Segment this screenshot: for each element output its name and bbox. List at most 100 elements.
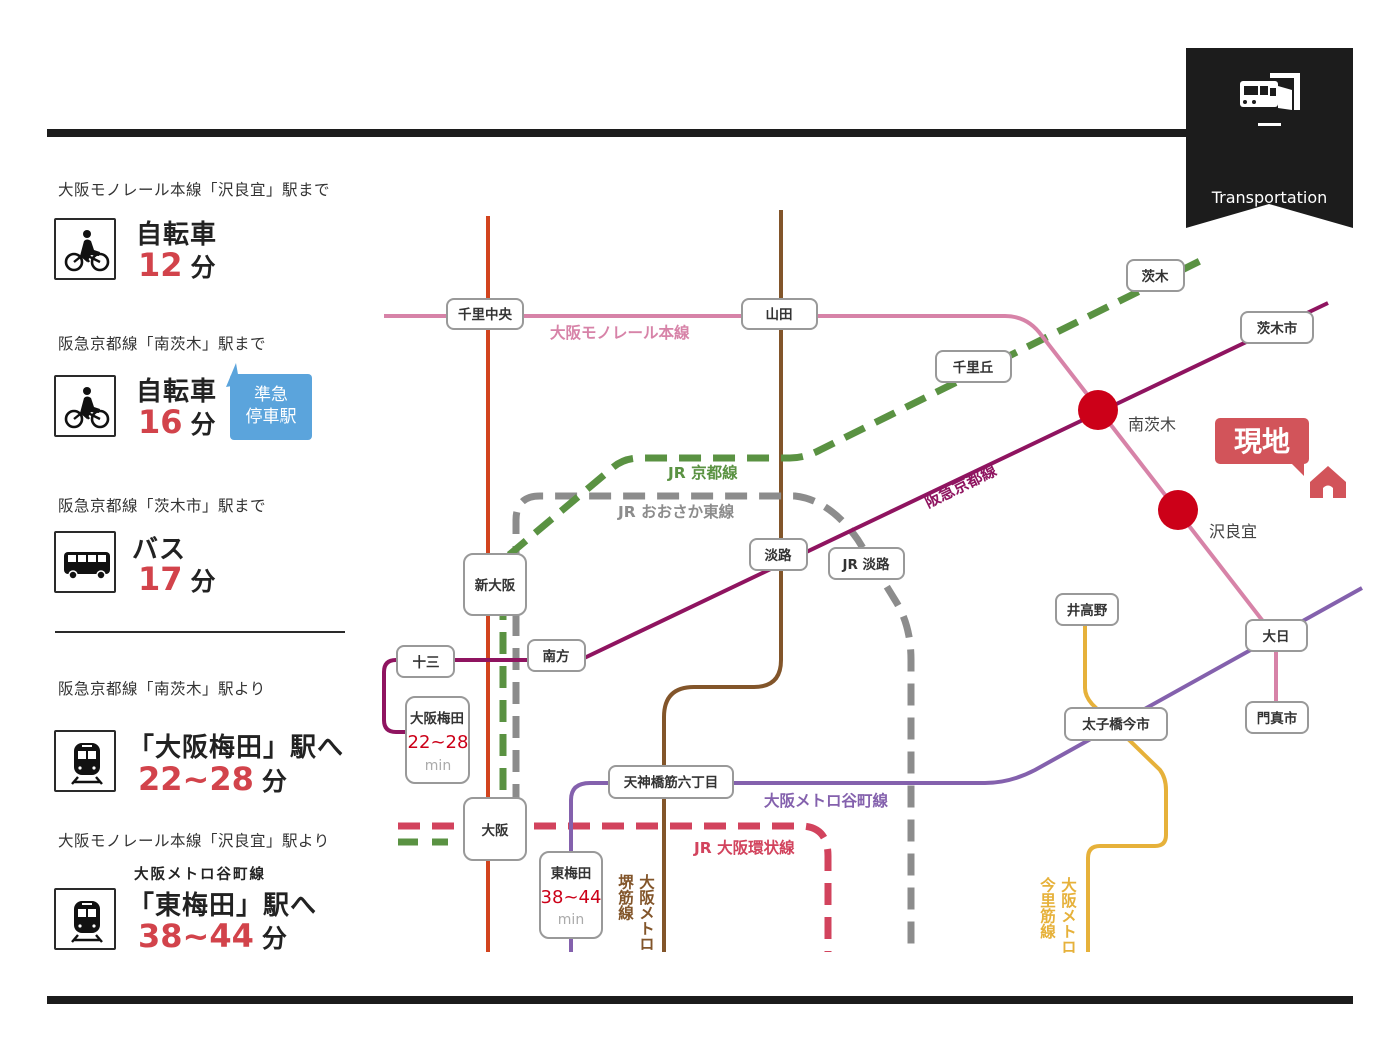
station-label: 太子橋今市 (1082, 716, 1150, 733)
train-icon (54, 730, 116, 792)
imazatosuji-line (1083, 620, 1168, 952)
station-label: 井高野 (1067, 602, 1108, 619)
route-caption: 大阪モノレール本線「沢良宜」駅より (58, 832, 330, 850)
station-osaka-umeda: 大阪梅田 22~28 min (405, 696, 470, 784)
station-dot-minami-ibaraki (1078, 390, 1118, 430)
badge-title-line2: map (1251, 212, 1288, 231)
route-time-unit: 分 (261, 767, 287, 796)
station-dot-sawaragi (1158, 490, 1198, 530)
station-label: 淡路 (765, 547, 793, 564)
station-label-minami-ibaraki: 南茨木 (1128, 415, 1176, 434)
route-caption: 阪急京都線「南茨木」駅まで (58, 335, 267, 353)
hankyu-line (382, 301, 1329, 734)
station-time: 22~28 (408, 732, 469, 753)
route-time-unit: 分 (190, 567, 216, 596)
route-time-unit: 分 (261, 924, 287, 953)
route-mode: 「大阪梅田」駅へ (128, 733, 345, 763)
station-time-unit: min (558, 912, 584, 928)
sakaisuji-label-b: 堺筋線 (616, 873, 635, 922)
bottom-rule (47, 996, 1353, 1004)
station-time-unit: min (425, 758, 451, 774)
route-mode: バス (132, 535, 187, 565)
callout-line2: 停車駅 (245, 407, 297, 427)
bicycle-icon (54, 375, 116, 437)
station-jr-awaji: JR 淡路 (828, 547, 905, 580)
station-label: 千里丘 (953, 359, 994, 376)
station-label: 茨木 (1142, 268, 1170, 285)
station-label: 十三 (413, 654, 440, 671)
route-time-value: 12 (138, 246, 183, 284)
station-ibarakishi: 茨木市 (1240, 311, 1314, 344)
station-label: 門真市 (1257, 710, 1298, 727)
station-label: JR 淡路 (841, 556, 890, 573)
route-mode: 自転車 (136, 377, 218, 407)
station-awaji: 淡路 (749, 538, 808, 571)
station-dainichi: 大日 (1245, 619, 1308, 652)
station-shin-osaka: 新大阪 (463, 553, 527, 616)
badge-title-line1: Transportation (1211, 188, 1328, 207)
current-location-label: 現地 (1234, 425, 1290, 458)
imazatosuji-label-b: 今里筋線 (1038, 876, 1057, 941)
station-senrioka: 千里丘 (935, 350, 1012, 383)
station-minamikata: 南方 (527, 639, 586, 672)
train-station-icon (1240, 73, 1300, 126)
jr-osaka-higashi-label: JR おおさか東線 (617, 502, 735, 521)
hankyu-label: 阪急京都線 (921, 460, 999, 511)
jr-loop-label: JR 大阪環状線 (693, 838, 795, 857)
home-icon (1310, 466, 1346, 498)
station-label: 東梅田 (551, 865, 592, 882)
bus-icon (54, 531, 116, 593)
callout-text: 準急 停車駅 (230, 384, 312, 428)
station-label: 大日 (1263, 628, 1290, 645)
station-higashi-umeda: 東梅田 38~44 min (539, 851, 603, 939)
jr-loop-line (398, 822, 832, 952)
station-time: 38~44 (541, 887, 602, 908)
station-idakano: 井高野 (1055, 593, 1119, 626)
route-time-value: 16 (138, 403, 183, 441)
station-tenjinbashi: 天神橋筋六丁目 (608, 765, 734, 799)
station-label: 山田 (766, 307, 793, 323)
station-label: 大阪 (482, 822, 509, 839)
station-label: 茨木市 (1257, 320, 1298, 337)
route-time-value: 22~28 (138, 760, 254, 798)
section-divider (55, 631, 345, 633)
route-mode: 自転車 (136, 220, 218, 250)
sakaisuji-label-a: 大阪メトロ (637, 873, 655, 952)
route-caption: 阪急京都線「茨木市」駅まで (58, 497, 267, 515)
station-label: 天神橋筋六丁目 (624, 774, 719, 791)
station-label: 大阪梅田 (410, 710, 464, 727)
callout-box (230, 374, 312, 440)
imazatosuji-label-a: 大阪メトロ (1059, 876, 1077, 955)
bicycle-icon (54, 218, 116, 280)
route-caption: 阪急京都線「南茨木」駅より (58, 680, 266, 698)
station-yamada: 山田 (741, 298, 818, 330)
route-time-unit: 分 (190, 410, 216, 439)
station-ibaraki: 茨木 (1126, 259, 1185, 292)
jr-kyoto-label: JR 京都線 (667, 463, 738, 482)
route-time-value: 38~44 (138, 917, 254, 955)
station-senri-chuo: 千里中央 (446, 298, 524, 330)
callout-line1: 準急 (254, 385, 288, 405)
station-taishibashi: 太子橋今市 (1064, 707, 1168, 741)
station-kadomashi: 門真市 (1245, 701, 1309, 734)
route-time-value: 17 (138, 560, 183, 598)
route-subline: 大阪メトロ谷町線 (134, 867, 266, 883)
top-rule (47, 129, 1187, 137)
station-label: 千里中央 (458, 306, 512, 323)
station-juso: 十三 (396, 645, 455, 678)
station-label-sawaragi: 沢良宜 (1209, 522, 1257, 541)
route-mode: 「東梅田」駅へ (128, 891, 318, 921)
station-osaka: 大阪 (463, 797, 527, 861)
tanimachi-label: 大阪メトロ谷町線 (764, 791, 889, 810)
badge-title: Transportation map (1186, 186, 1353, 234)
station-label: 南方 (543, 648, 570, 665)
sakaisuji-line (662, 210, 783, 952)
tanimachi-line (569, 586, 1363, 952)
route-time-unit: 分 (190, 253, 216, 282)
transportation-map-badge: Transportation map (1186, 48, 1353, 231)
